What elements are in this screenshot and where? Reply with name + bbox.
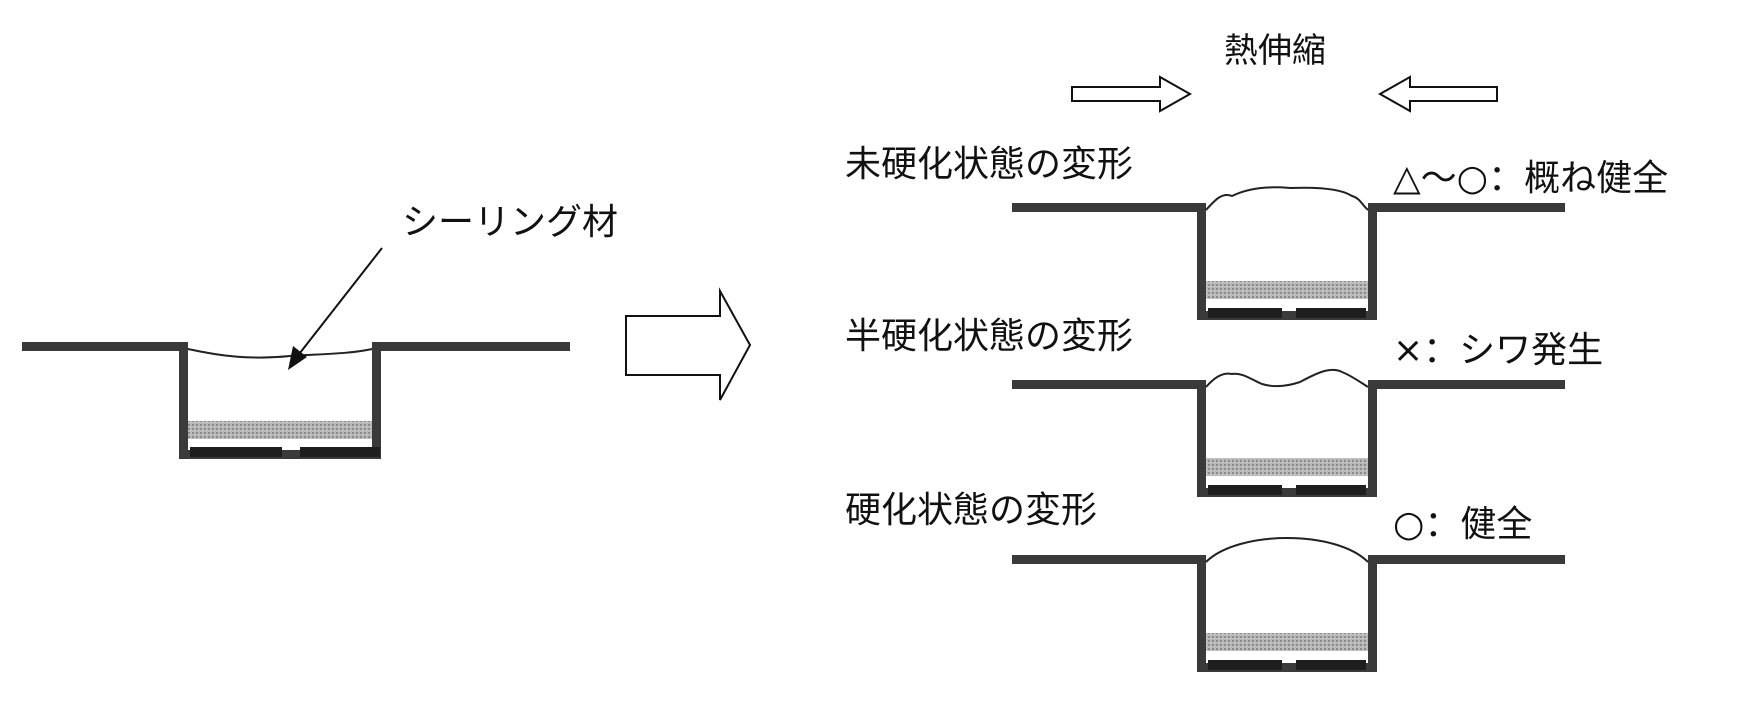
sealant-surface bbox=[187, 348, 373, 359]
expansion-arrow-right bbox=[1071, 75, 1193, 113]
initial-joint: シーリング材 bbox=[22, 202, 618, 459]
thermal-header: 熱伸縮 bbox=[1224, 31, 1326, 71]
base-plate-left bbox=[1208, 308, 1282, 318]
caption-cured: 硬化状態の変形 bbox=[845, 490, 1097, 531]
backer-material bbox=[1206, 633, 1368, 651]
base-plate-right bbox=[300, 447, 380, 457]
sealant-surface bbox=[1205, 368, 1369, 388]
base-plate-right bbox=[1296, 308, 1366, 318]
channel-wall bbox=[1012, 555, 1565, 672]
expansion-arrow-left bbox=[1377, 75, 1498, 113]
joint-uncured: 未硬化状態の変形 △～○：概ね健全 bbox=[845, 144, 1668, 320]
joint-semi-cured: 半硬化状態の変形 ×：シワ発生 bbox=[845, 316, 1603, 497]
leader-arrowhead bbox=[288, 346, 307, 370]
channel-wall bbox=[1012, 203, 1565, 320]
base-plate-left bbox=[1208, 485, 1282, 495]
backer-material bbox=[1206, 281, 1368, 299]
backer-material bbox=[188, 421, 372, 439]
channel-wall bbox=[1012, 380, 1565, 497]
sealant-surface bbox=[1205, 536, 1369, 563]
base-plate-right bbox=[1296, 485, 1366, 495]
base-plate-left bbox=[190, 447, 282, 457]
backer-material bbox=[1206, 458, 1368, 476]
caption-uncured: 未硬化状態の変形 bbox=[845, 144, 1133, 185]
base-plate-left bbox=[1208, 660, 1282, 670]
base-plate-right bbox=[1296, 660, 1366, 670]
result-uncured: △～○：概ね健全 bbox=[1393, 158, 1668, 199]
joint-cured: 硬化状態の変形 ○：健全 bbox=[845, 490, 1565, 672]
sealant-label: シーリング材 bbox=[402, 202, 618, 243]
transition-arrow bbox=[625, 287, 752, 401]
leader-line bbox=[295, 247, 383, 359]
caption-semi-cured: 半硬化状態の変形 bbox=[845, 316, 1133, 357]
sealant-surface bbox=[1205, 186, 1369, 211]
result-cured: ○：健全 bbox=[1393, 504, 1532, 545]
result-semi-cured: ×：シワ発生 bbox=[1393, 330, 1603, 371]
